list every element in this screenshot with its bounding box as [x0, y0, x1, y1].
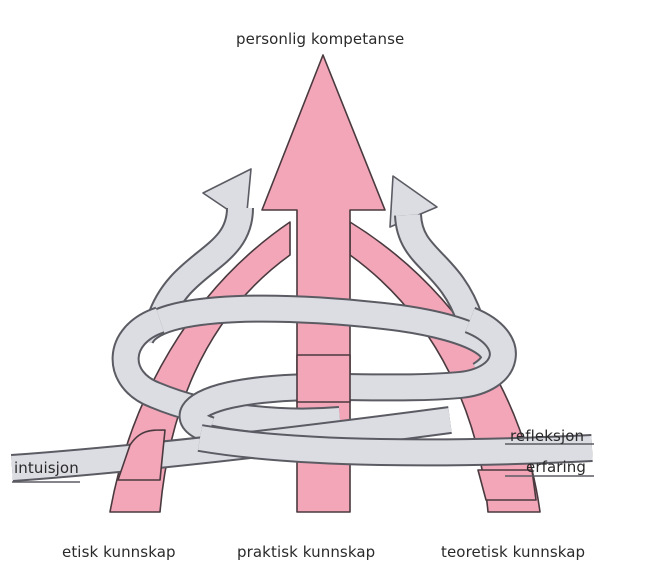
top-label-personlig-kompetanse: personlig kompetanse	[236, 30, 404, 48]
praktisk-overlap-segment	[297, 355, 350, 402]
band-label-erfaring: erfaring	[526, 458, 586, 476]
bottom-label-etisk-kunnskap: etisk kunnskap	[62, 543, 176, 561]
band-label-refleksjon: refleksjon	[510, 427, 584, 445]
band-label-intuisjon: intuisjon	[14, 459, 79, 477]
bottom-label-praktisk-kunnskap: praktisk kunnskap	[237, 543, 375, 561]
bottom-label-teoretisk-kunnskap: teoretisk kunnskap	[441, 543, 585, 561]
